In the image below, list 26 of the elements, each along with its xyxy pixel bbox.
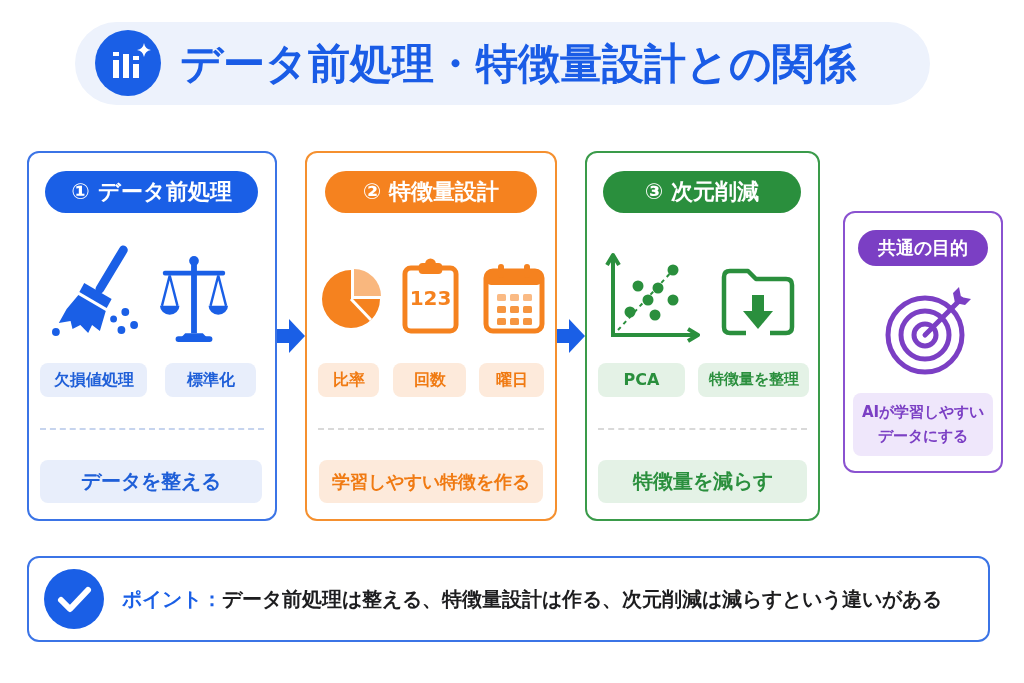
step-heading: ① データ前処理 (45, 171, 258, 213)
step-panel (27, 151, 277, 521)
method-tag: 標準化 (165, 363, 256, 397)
step-heading: ② 特徴量設計 (325, 171, 537, 213)
point-text: データ前処理は整える、特徴量設計は作る、次元削減は減らすという違いがある (222, 585, 942, 613)
method-tag: 回数 (393, 363, 466, 397)
summary-banner: 学習しやすい特徴を作る (319, 460, 543, 503)
point-panel (27, 556, 990, 642)
title: データ前処理・特徴量設計との関係 (180, 38, 856, 90)
method-tag: PCA (598, 363, 685, 397)
method-tag: 曜日 (479, 363, 544, 397)
method-tag: 特徴量を整理 (698, 363, 809, 397)
method-tag: 欠損値処理 (40, 363, 147, 397)
step-panel (305, 151, 557, 521)
summary-banner: 特徴量を減らす (598, 460, 807, 503)
goal-note: AIが学習しやすいデータにする (853, 393, 993, 456)
step-heading: ③ 次元削減 (603, 171, 801, 213)
point-lead: ポイント： (122, 585, 222, 613)
step-panel (585, 151, 820, 521)
goal-panel (843, 211, 1003, 473)
flow-arrow (557, 319, 585, 353)
flow-arrow (277, 319, 305, 353)
goal-heading: 共通の目的 (858, 230, 988, 266)
icon-number: 123 (408, 285, 453, 312)
method-tag: 比率 (318, 363, 379, 397)
summary-banner: データを整える (40, 460, 262, 503)
